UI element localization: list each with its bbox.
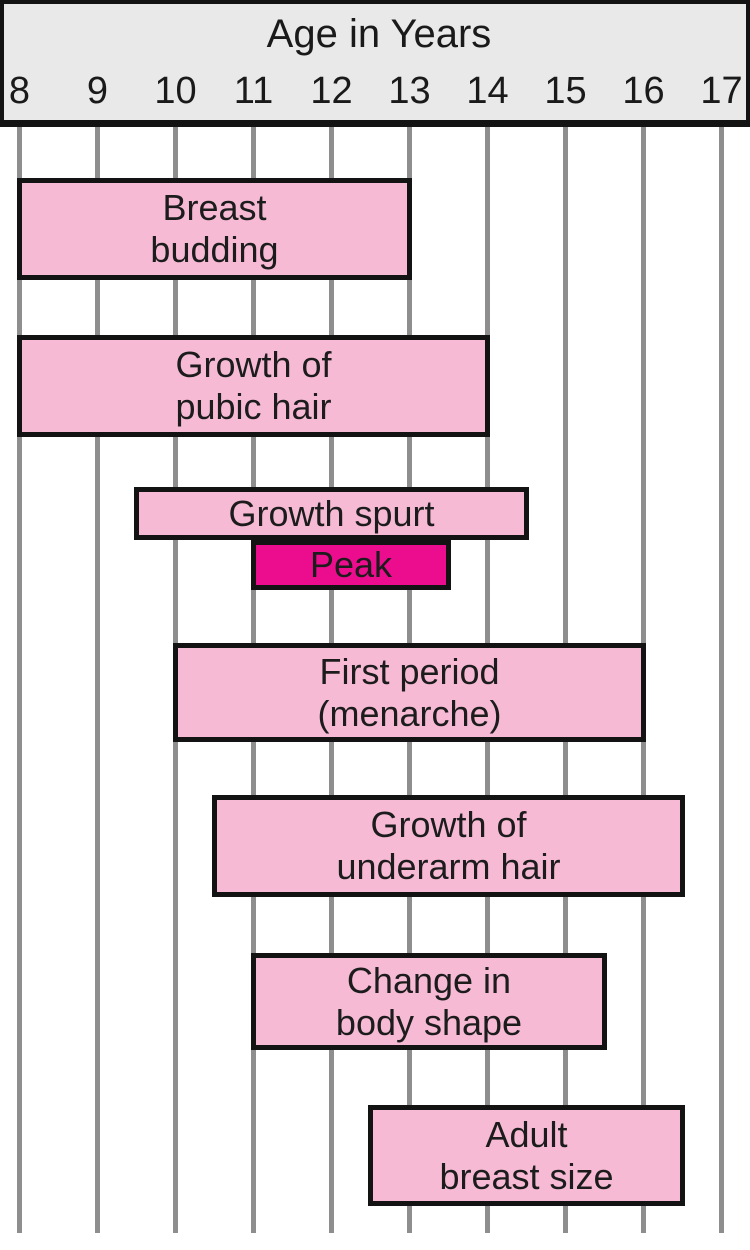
gridline-age-17 (719, 127, 724, 1233)
gridline-age-8 (17, 127, 22, 1233)
underarm-hair-label: underarm hair (336, 846, 561, 887)
adult-breast-size-label: breast size (439, 1155, 614, 1197)
first-period-bar: First period(menarche) (173, 643, 646, 742)
gridline-age-9 (95, 127, 100, 1233)
age-axis-ticks: 8 9 10 11 12 13 14 15 16 17 (0, 70, 750, 120)
growth-spurt-peak-bar: Peak (251, 540, 451, 590)
axis-tick-17: 17 (700, 70, 743, 112)
growth-spurt-label: Growth spurt (228, 492, 435, 534)
first-period-label: (menarche) (317, 692, 502, 734)
axis-tick-16: 16 (622, 70, 665, 112)
breast-budding-label: budding (150, 229, 279, 270)
first-period-label: First period (319, 650, 500, 692)
axis-tick-10: 10 (154, 70, 197, 112)
body-shape-label: Change in (346, 959, 512, 1001)
axis-tick-9: 9 (86, 70, 109, 112)
axis-tick-8: 8 (8, 70, 31, 112)
chart-title: Age in Years (266, 12, 492, 56)
pubic-hair-label: pubic hair (175, 386, 332, 427)
growth-spurt-bar: Growth spurt (134, 487, 529, 540)
axis-tick-12: 12 (310, 70, 353, 112)
axis-tick-14: 14 (466, 70, 509, 112)
adult-breast-size-label: Adult (485, 1113, 568, 1155)
underarm-hair-label: Growth of (370, 804, 527, 845)
growth-spurt-peak-label: Peak (309, 544, 393, 585)
body-shape-label: body shape (335, 1001, 523, 1043)
pubic-hair-label: Growth of (175, 344, 332, 385)
breast-budding-label: Breast (162, 187, 267, 228)
axis-tick-15: 15 (544, 70, 587, 112)
axis-tick-13: 13 (388, 70, 431, 112)
axis-tick-11: 11 (233, 70, 274, 112)
age-axis-header: Age in Years (0, 0, 750, 127)
